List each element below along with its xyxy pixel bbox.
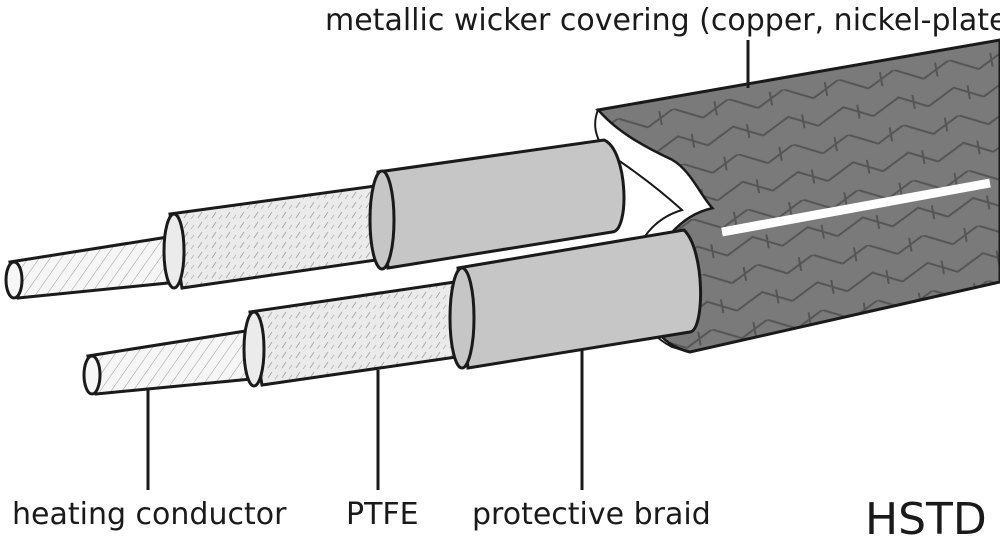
lower-conductor-wire [82, 328, 264, 396]
label-braid: protective braid [472, 497, 711, 532]
white-stripe [721, 178, 991, 237]
upper-conductor-wire [4, 235, 180, 300]
label-conductor: heating conductor [12, 497, 287, 532]
lower-protective-braid [448, 228, 703, 370]
lower-ptfe-layer [242, 280, 472, 388]
label-model: HSTD [865, 494, 987, 545]
label-ptfe: PTFE [346, 497, 419, 532]
upper-ptfe-layer [162, 184, 392, 290]
upper-protective-braid [368, 138, 626, 271]
label-covering: metallic wicker covering (copper, nickel… [325, 3, 1000, 38]
